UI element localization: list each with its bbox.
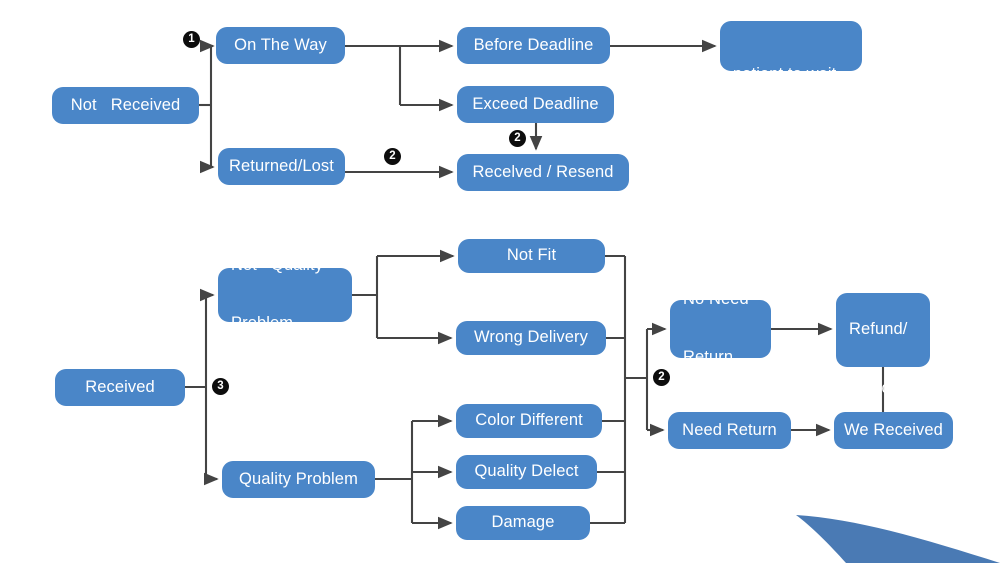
node-received-resend[interactable]: Recelved / Resend: [457, 154, 629, 191]
node-label-line-1: Resend/: [849, 261, 912, 280]
node-quality-problem[interactable]: Quality Problem: [222, 461, 375, 498]
node-label: On The Way: [234, 35, 327, 54]
node-label: Quality Delect: [474, 462, 579, 481]
corner-swoosh-decoration: [796, 515, 1000, 563]
node-label: Quality Problem: [239, 469, 358, 488]
node-received[interactable]: Received: [55, 369, 185, 406]
node-need-return[interactable]: Need Return: [668, 412, 791, 449]
node-label-line-3: Discount: [849, 378, 914, 397]
node-we-received[interactable]: We Received: [834, 412, 953, 449]
node-not-fit[interactable]: Not Fit: [458, 239, 605, 273]
node-label-line-2: Refund/: [849, 320, 908, 339]
node-label: Need Return: [682, 420, 777, 439]
node-label: Received: [85, 377, 155, 396]
node-label-multiline: Not Quality Problem: [231, 217, 323, 373]
node-label-line-2: patient to wait: [733, 65, 837, 84]
node-label-multiline: Please be patient to wait: [733, 0, 836, 124]
node-not-received[interactable]: Not Received: [52, 87, 199, 124]
node-please-be-patient[interactable]: Please be patient to wait: [720, 7, 862, 83]
node-not-quality-problem[interactable]: Not Quality Problem: [218, 256, 352, 332]
node-label-multiline: No Need Return: [683, 251, 749, 407]
node-color-different[interactable]: Color Different: [456, 404, 602, 438]
node-label: Not Fit: [506, 246, 557, 265]
node-quality-delect[interactable]: Quality Delect: [456, 455, 597, 489]
node-damage[interactable]: Damage: [456, 506, 590, 540]
node-label: Not Received: [70, 95, 181, 114]
step-marker-2-return-split: 2: [653, 369, 670, 386]
node-on-the-way[interactable]: On The Way: [216, 27, 345, 64]
node-label-line-1: Not Quality: [231, 256, 324, 275]
node-returned-lost[interactable]: Returned/Lost: [218, 148, 345, 185]
node-label: Color Different: [475, 411, 583, 430]
node-label: Returned/Lost: [229, 156, 334, 175]
node-label-line-1: No Need: [683, 290, 749, 309]
step-marker-2-returned-lost: 2: [384, 148, 401, 165]
step-marker-3-received: 3: [212, 378, 229, 395]
node-label-line-2: Problem: [231, 314, 294, 333]
node-label-line-1: Please be: [733, 7, 808, 26]
node-label: Exceed Deadline: [472, 94, 599, 113]
node-label: Wrong Delivery: [474, 328, 588, 347]
node-label: Before Deadline: [473, 35, 594, 54]
node-label: Damage: [491, 513, 555, 532]
node-label: We Received: [844, 420, 943, 439]
node-exceed-deadline[interactable]: Exceed Deadline: [457, 86, 614, 123]
node-wrong-delivery[interactable]: Wrong Delivery: [456, 321, 606, 355]
node-before-deadline[interactable]: Before Deadline: [457, 27, 610, 64]
step-marker-1-not-received: 1: [183, 31, 200, 48]
step-marker-2-exceed-deadline: 2: [509, 130, 526, 147]
node-label-multiline: Resend/ Refund/ Discount: [849, 223, 914, 437]
node-no-need-return[interactable]: No Need Return: [670, 290, 771, 366]
node-label: Recelved / Resend: [472, 162, 614, 181]
node-resend-refund-discount[interactable]: Resend/ Refund/ Discount: [836, 262, 930, 397]
node-label-line-2: Return: [683, 348, 734, 367]
